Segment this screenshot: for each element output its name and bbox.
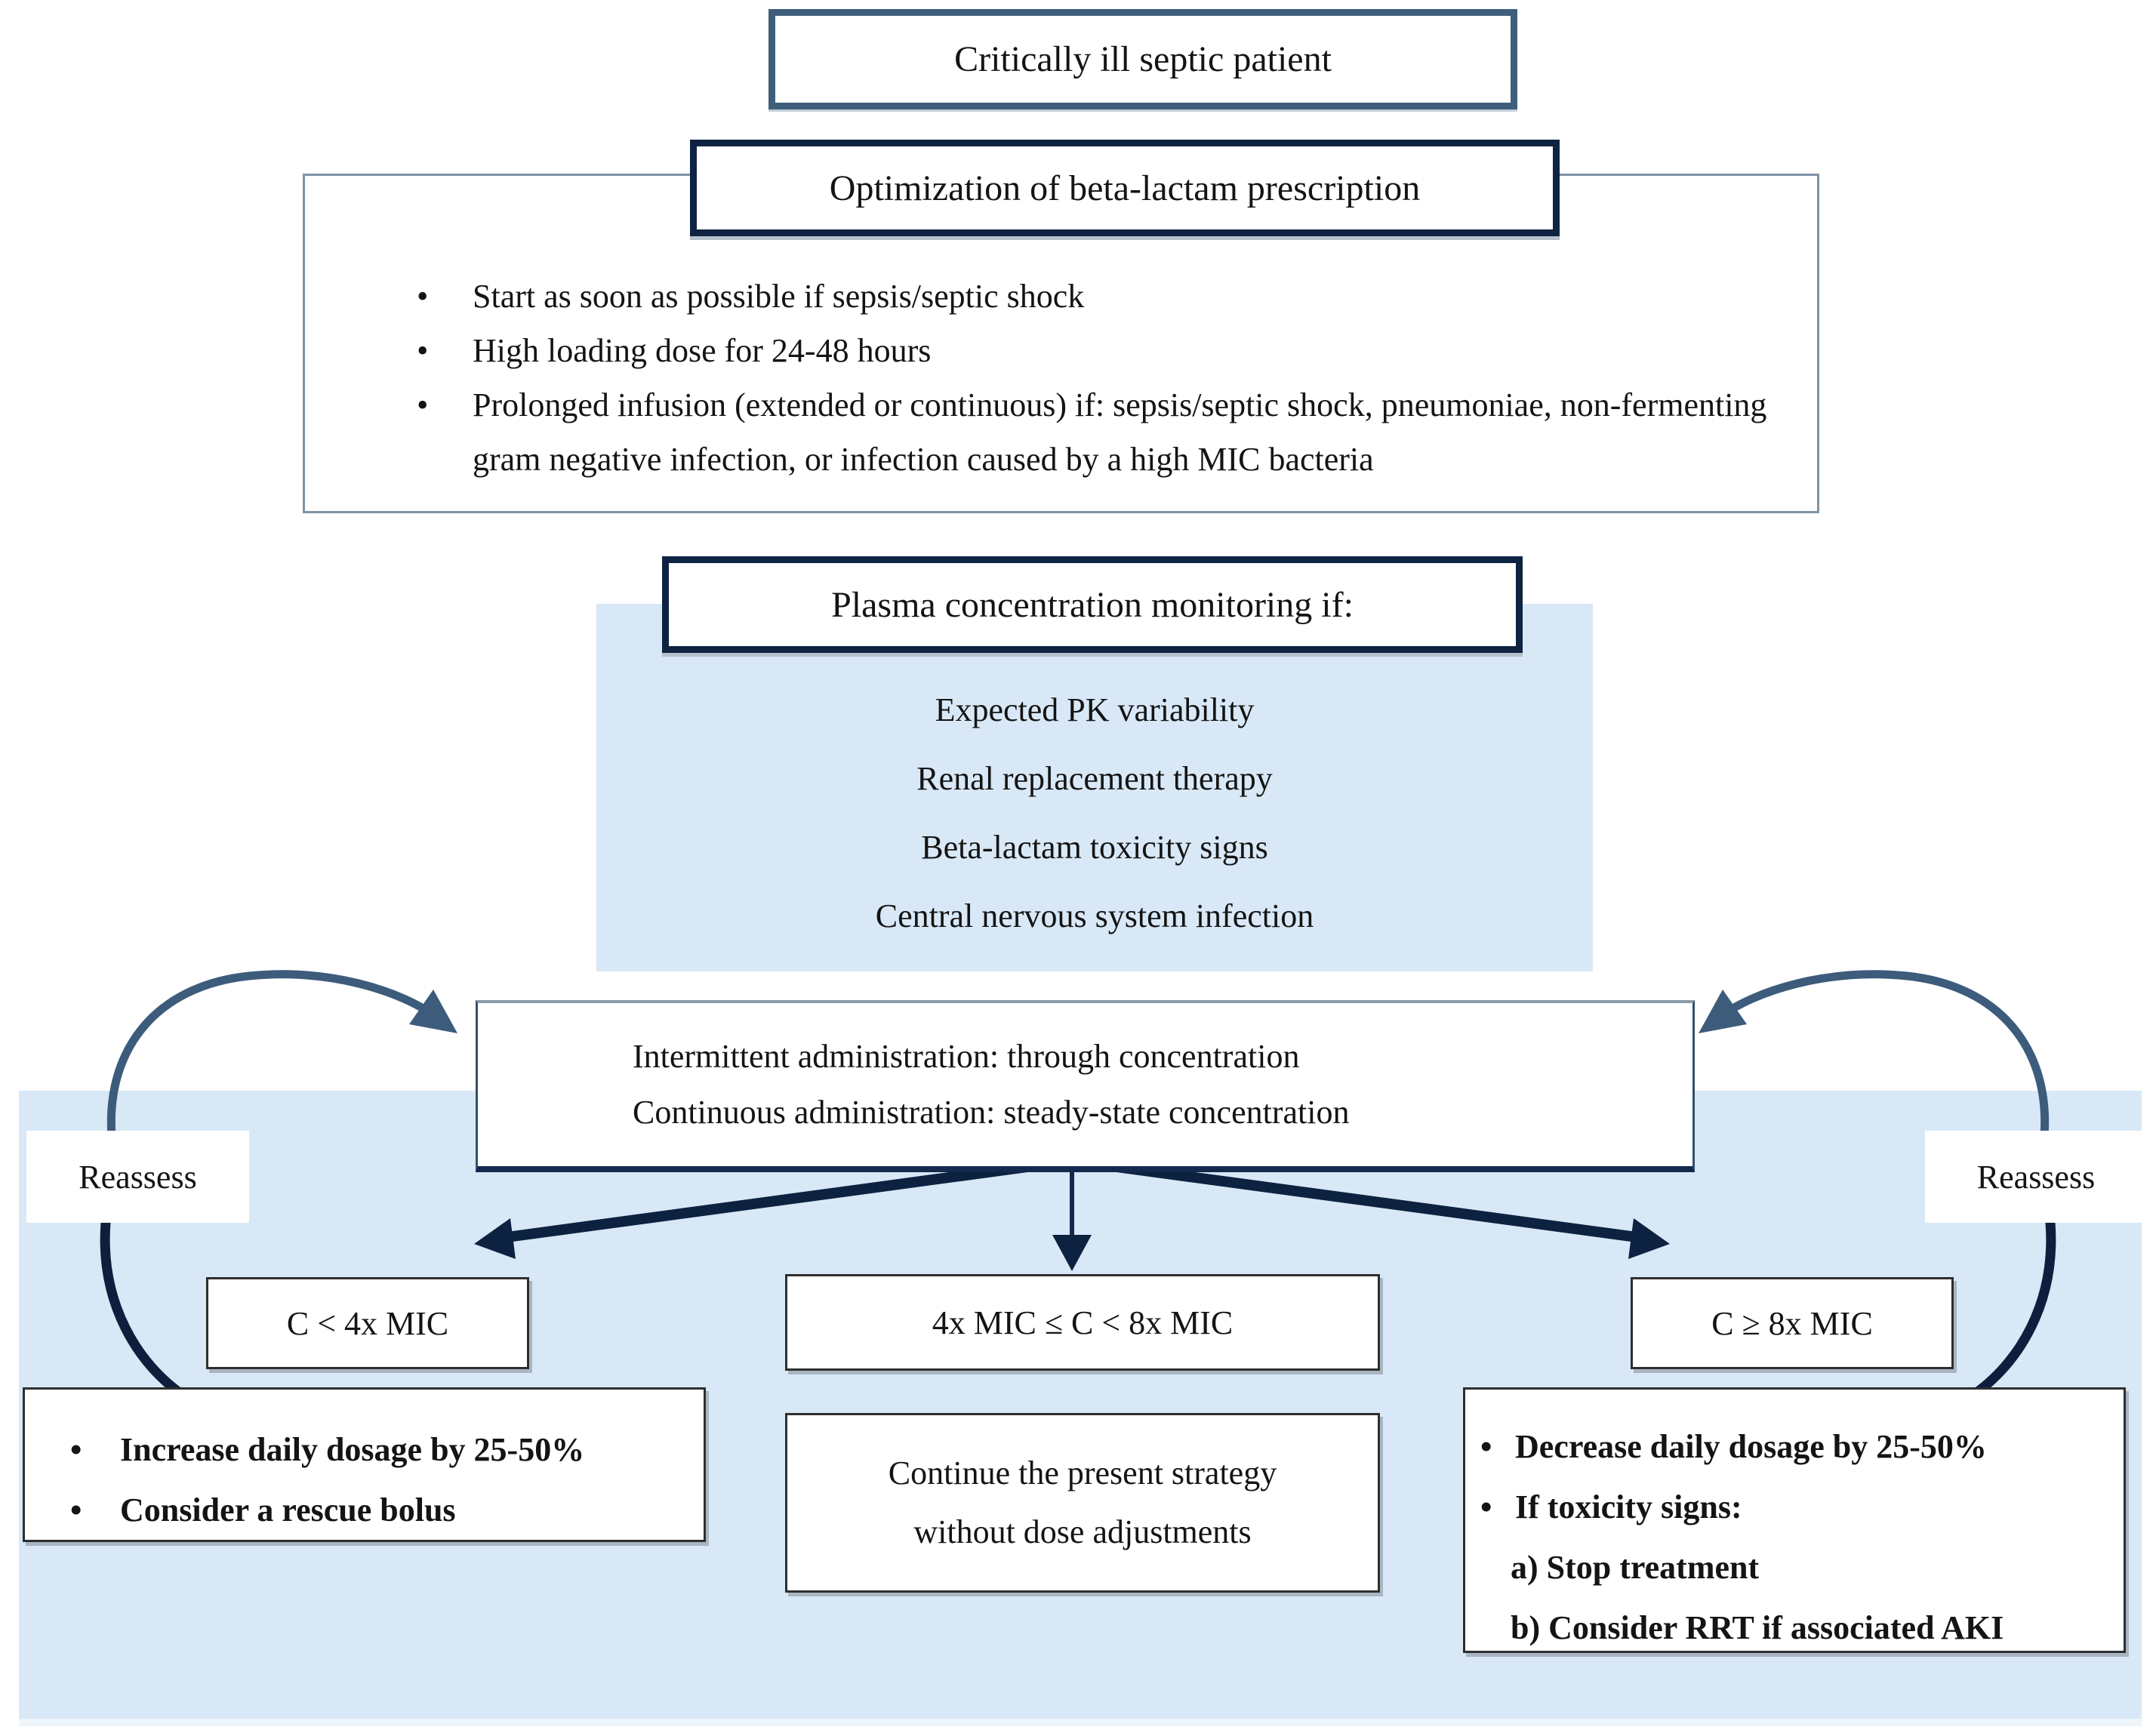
list-item: • Prolonged infusion (extended or contin… [417,378,1776,487]
action-text: a) Stop treatment [1511,1549,1760,1586]
measurement-box: Intermittent administration: through con… [476,1000,1695,1172]
reassess-text: Reassess [79,1158,197,1196]
monitoring-title-box: Plasma concentration monitoring if: [662,556,1523,653]
bullet-text: Prolonged infusion (extended or continuo… [473,386,1767,478]
bullet-icon: • [1480,1428,1492,1465]
measurement-line-intermittent: Intermittent administration: through con… [633,1038,1300,1075]
monitoring-criteria-list: Expected PK variability Renal replacemen… [596,691,1593,935]
bullet-icon: • [417,332,429,369]
action-box-high: • Decrease daily dosage by 25-50% • If t… [1463,1387,2126,1653]
list-item-sub: b) Consider RRT if associated AKI [1480,1598,2112,1658]
reassess-label-right: Reassess [1925,1131,2147,1223]
condition-box-target: 4x MIC ≤ C < 8x MIC [785,1274,1380,1371]
monitoring-title: Plasma concentration monitoring if: [831,584,1354,625]
list-item: Renal replacement therapy [916,760,1273,797]
optimization-bullet-list: • Start as soon as possible if sepsis/se… [305,176,1817,487]
branch-arrow-right [1071,1156,1670,1259]
condition-text: 4x MIC ≤ C < 8x MIC [932,1304,1234,1341]
reassess-loop-left-arrow [100,970,457,1402]
patient-box-label: Critically ill septic patient [954,39,1332,79]
action-box-low: • Increase daily dosage by 25-50% • Cons… [23,1387,706,1542]
action-text: without dose adjustments [913,1513,1252,1550]
list-item: Expected PK variability [935,691,1255,728]
bullet-text: Start as soon as possible if sepsis/sept… [473,278,1085,315]
list-item: Central nervous system infection [875,897,1314,934]
bullet-icon: • [1480,1488,1492,1525]
action-text: b) Consider RRT if associated AKI [1511,1609,2004,1646]
action-text: Continue the present strategy [888,1454,1277,1491]
measurement-lines: Intermittent administration: through con… [478,1029,1349,1141]
condition-text: C ≥ 8x MIC [1711,1304,1873,1342]
bullet-text: High loading dose for 24-48 hours [473,332,932,369]
optimization-box: • Start as soon as possible if sepsis/se… [303,174,1819,513]
reassess-label-left: Reassess [26,1131,249,1223]
action-list-high: • Decrease daily dosage by 25-50% • If t… [1465,1390,2124,1658]
branch-arrow-left [474,1156,1073,1259]
action-text: Decrease daily dosage by 25-50% [1515,1428,1987,1465]
bullet-icon: • [417,386,429,423]
bullet-icon: • [417,278,429,315]
action-text: If toxicity signs: [1515,1488,1742,1525]
action-text: Increase daily dosage by 25-50% [120,1431,585,1468]
action-box-target: Continue the present strategy without do… [785,1413,1380,1593]
list-item: • Start as soon as possible if sepsis/se… [417,269,1776,324]
list-item: • High loading dose for 24-48 hours [417,324,1776,378]
optimization-title-box: Optimization of beta-lactam prescription [690,140,1560,236]
bullet-icon: • [70,1431,82,1468]
condition-text: C < 4x MIC [286,1304,449,1342]
condition-box-low: C < 4x MIC [206,1277,529,1369]
patient-box: Critically ill septic patient [768,9,1517,109]
list-item-sub: a) Stop treatment [1480,1538,2112,1598]
list-item: • If toxicity signs: [1480,1477,2112,1538]
list-item: Beta-lactam toxicity signs [921,829,1268,866]
branch-arrow-middle [1052,1164,1092,1271]
reassess-text: Reassess [1976,1158,2096,1196]
reassess-loop-right-arrow [1699,970,2056,1402]
measurement-line-continuous: Continuous administration: steady-state … [633,1094,1350,1131]
optimization-title: Optimization of beta-lactam prescription [829,168,1421,208]
action-list-low: • Increase daily dosage by 25-50% • Cons… [25,1390,704,1541]
list-item: • Consider a rescue bolus [70,1480,688,1541]
list-item: • Decrease daily dosage by 25-50% [1480,1417,2112,1477]
bullet-icon: • [70,1491,82,1528]
list-item: • Increase daily dosage by 25-50% [70,1420,688,1480]
monitoring-panel-background [596,604,1593,971]
condition-box-high: C ≥ 8x MIC [1631,1277,1954,1369]
action-text: Consider a rescue bolus [120,1491,456,1528]
